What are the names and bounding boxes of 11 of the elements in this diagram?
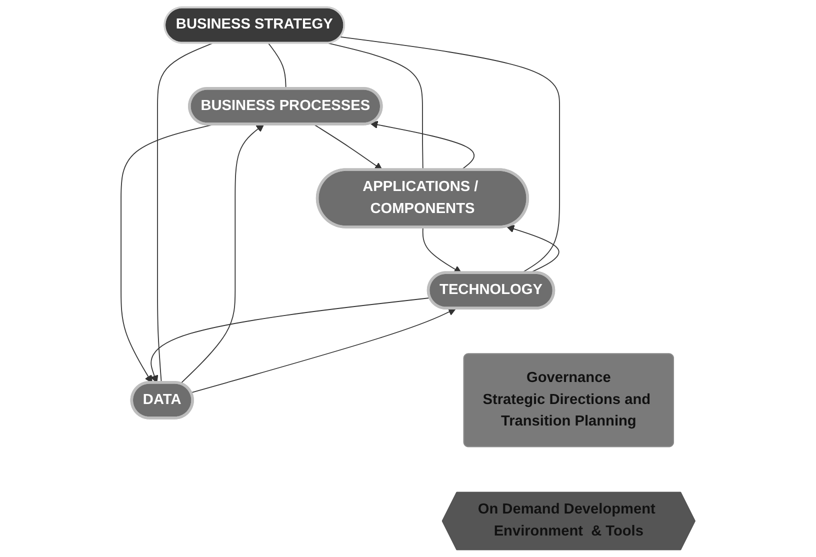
- connector: [268, 42, 286, 90]
- connector: [157, 42, 213, 384]
- arrow: [180, 124, 264, 384]
- arrow: [506, 224, 560, 274]
- arrow: [422, 227, 462, 274]
- connector: [340, 36, 560, 274]
- arrow: [150, 297, 431, 384]
- arrow: [370, 120, 474, 170]
- arrow: [190, 308, 456, 394]
- arrow: [313, 124, 383, 170]
- connector: [328, 42, 424, 170]
